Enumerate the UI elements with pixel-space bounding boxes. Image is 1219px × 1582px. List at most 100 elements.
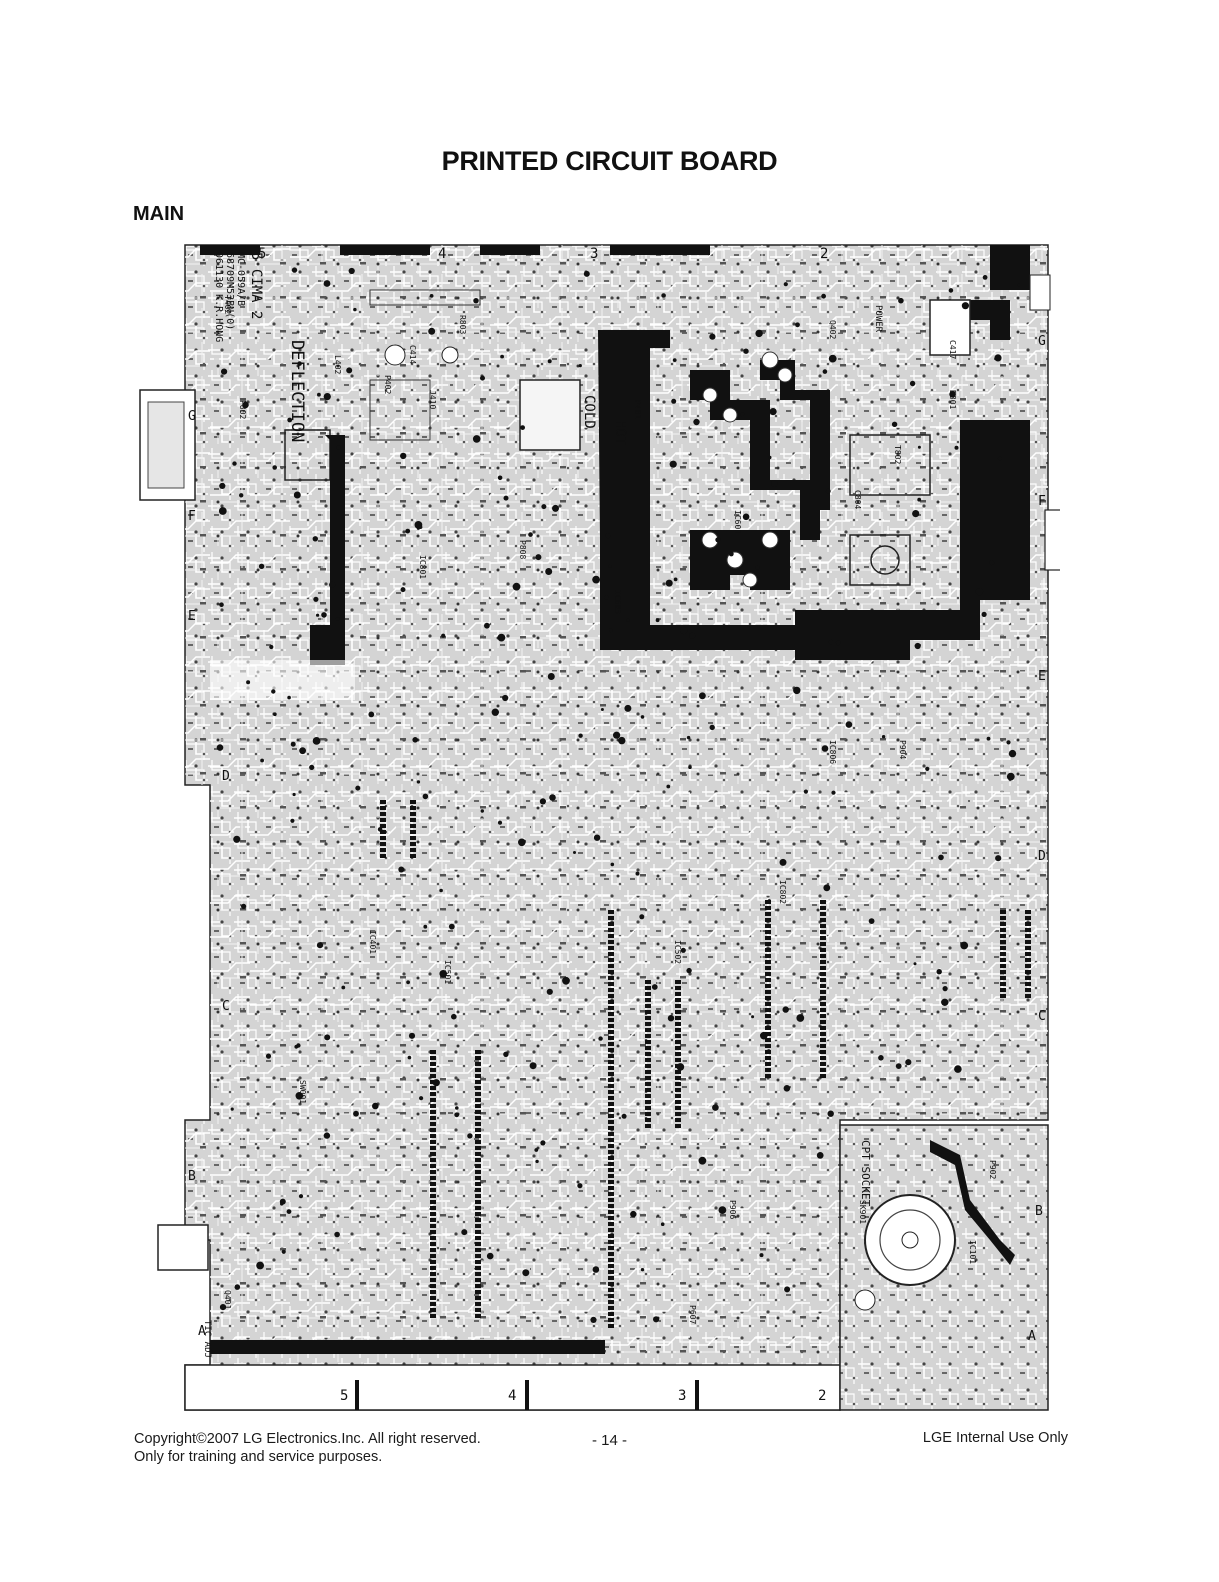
ic-pin: [820, 1062, 826, 1066]
ic-pin: [765, 942, 771, 946]
via: [665, 579, 673, 587]
via: [795, 322, 800, 328]
ic-pin: [608, 1222, 614, 1226]
via: [639, 914, 645, 920]
ic-pin: [645, 1070, 651, 1074]
ic-pin: [820, 930, 826, 934]
ic-pin: [645, 1106, 651, 1110]
via: [949, 391, 956, 398]
ic-pin: [820, 1068, 826, 1072]
via: [680, 947, 686, 953]
via: [630, 1210, 637, 1218]
ic-pin: [380, 824, 386, 828]
via: [660, 1222, 665, 1226]
ic-pin: [475, 1290, 481, 1294]
via: [408, 1032, 416, 1039]
ic-pin: [430, 1092, 436, 1096]
ic-pin: [1000, 946, 1006, 950]
ic-pin: [645, 1004, 651, 1008]
ic-pin: [608, 1126, 614, 1130]
ic-pin: [1000, 970, 1006, 974]
via: [925, 766, 930, 772]
ic-pin: [1000, 994, 1006, 998]
component-designator: Q402: [828, 320, 837, 339]
via: [651, 984, 658, 990]
ic-pin: [765, 996, 771, 1000]
ic-pin: [675, 1028, 681, 1032]
via: [503, 1051, 509, 1057]
via: [997, 456, 1002, 461]
page-number: - 14 -: [591, 1432, 627, 1449]
ic-pin: [645, 1028, 651, 1032]
via: [547, 673, 555, 680]
via: [439, 970, 448, 978]
ic-pin: [675, 1082, 681, 1086]
ic-pin: [1000, 910, 1006, 914]
via: [480, 809, 484, 813]
via: [590, 1316, 597, 1323]
ic-pin: [1000, 940, 1006, 944]
via: [518, 838, 526, 847]
via: [242, 401, 249, 409]
via: [491, 708, 499, 716]
via: [742, 513, 750, 521]
via: [323, 1132, 331, 1139]
ic-pin: [475, 1188, 481, 1192]
ic-pin: [608, 1030, 614, 1034]
via: [472, 435, 481, 443]
ic-pin: [608, 958, 614, 962]
ic-pin: [645, 986, 651, 990]
ic-pin: [820, 996, 826, 1000]
ic-pin: [608, 1282, 614, 1286]
ic-pin: [820, 1008, 826, 1012]
via: [655, 618, 660, 623]
ic-pin: [475, 1212, 481, 1216]
pcb-drawing: 5 CIMA 2 MC-059A/B 68709M53BN(0) 061130 …: [139, 244, 1060, 1411]
component-designator: P904: [898, 740, 907, 759]
ic-pin: [645, 1124, 651, 1128]
ic-pin: [675, 1034, 681, 1038]
via: [759, 1253, 764, 1258]
ic-pin: [430, 1266, 436, 1270]
ic-pin: [608, 1006, 614, 1010]
via: [545, 568, 553, 575]
component-designator: C417: [948, 340, 957, 359]
via: [960, 941, 969, 950]
via: [728, 551, 734, 557]
via: [406, 980, 410, 985]
model-line-1: 5 CIMA 2: [248, 252, 264, 319]
ic-pin: [380, 830, 386, 834]
via: [821, 293, 826, 299]
ic-pin: [608, 1048, 614, 1052]
ic-pin: [675, 1118, 681, 1122]
via: [353, 307, 357, 312]
via: [552, 504, 559, 512]
component-designator: IC603: [613, 590, 622, 614]
ic-pin: [410, 800, 416, 804]
ic-pin: [765, 1068, 771, 1072]
ic-pin: [475, 1164, 481, 1168]
ic-pin: [475, 1260, 481, 1264]
via: [689, 632, 696, 639]
ic-pin: [608, 1312, 614, 1316]
ic-pin: [645, 1022, 651, 1026]
ic-pin: [475, 1080, 481, 1084]
via: [693, 418, 700, 426]
ic-pin: [608, 1300, 614, 1304]
ic-pin: [645, 992, 651, 996]
ic-pin: [765, 1056, 771, 1060]
ic-pin: [820, 1038, 826, 1042]
row-marker-d-left: D: [222, 769, 230, 784]
via: [287, 417, 293, 423]
ic-pin: [430, 1218, 436, 1222]
ic-pin: [765, 1074, 771, 1078]
ic-pin: [608, 916, 614, 920]
via: [828, 639, 834, 645]
via: [954, 445, 959, 450]
via: [821, 745, 829, 752]
ic-pin: [430, 1104, 436, 1108]
ic-pin: [608, 1120, 614, 1124]
via: [914, 642, 921, 650]
model-line-2: MC-059A/B: [235, 252, 246, 306]
via: [989, 560, 995, 566]
